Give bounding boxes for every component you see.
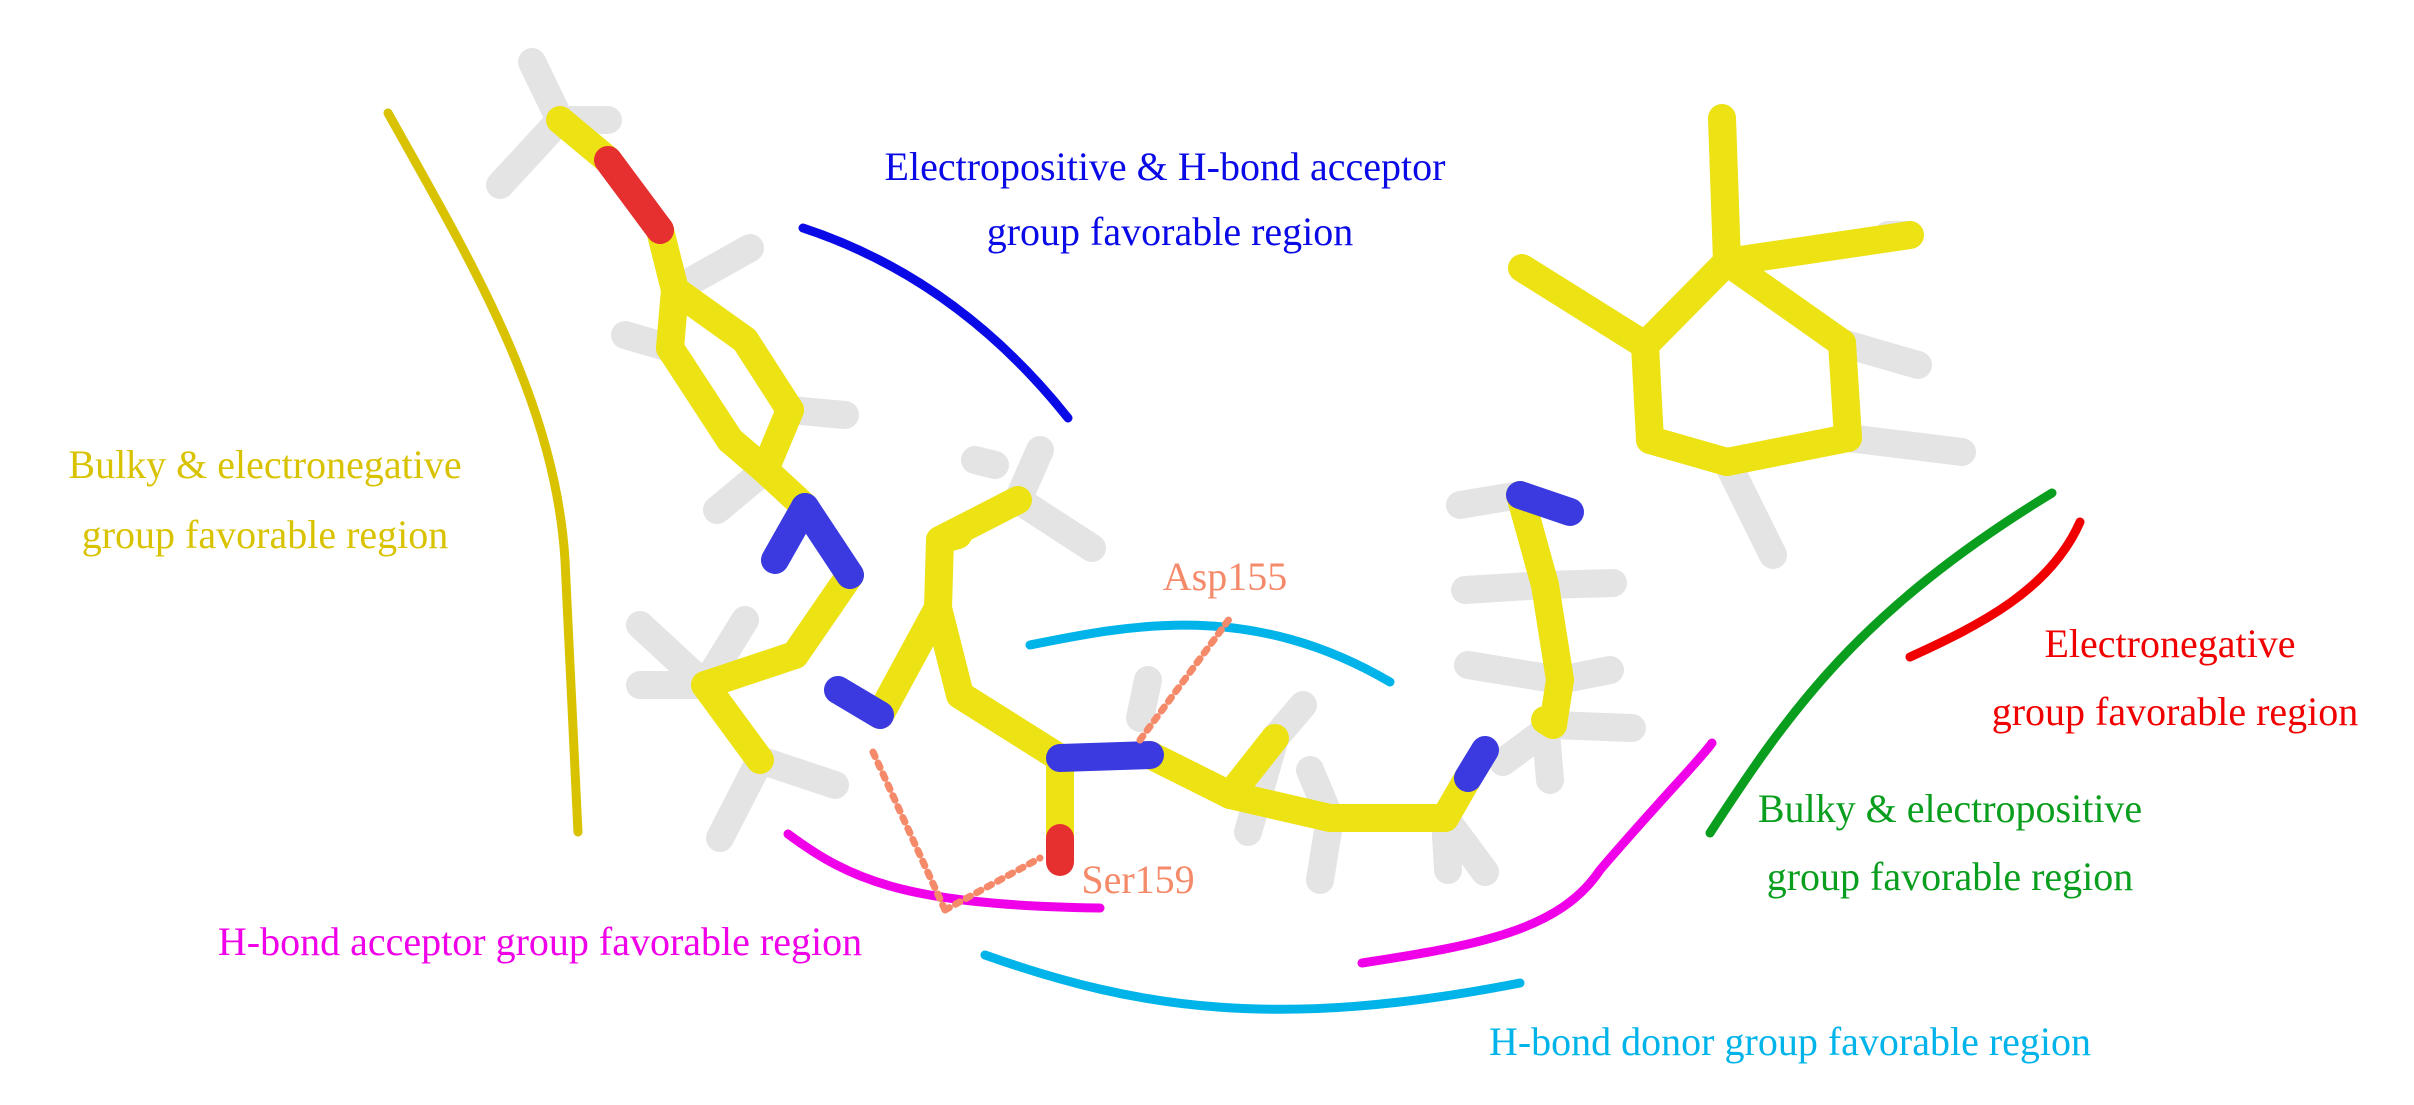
bulky-electropositive-label-line2: group favorable region [1767, 854, 2134, 899]
electropositive-acceptor-label-line2: group favorable region [987, 209, 1354, 254]
ser159-residue-label: Ser159 [1081, 857, 1194, 902]
hbond-acceptor-curve-right [1357, 738, 1717, 968]
hbond-donor-curve-upper [1025, 620, 1395, 687]
electropositive-acceptor-label-line1: Electropositive & H-bond acceptor [885, 144, 1446, 189]
hbond-donor-label: H-bond donor group favorable region [1489, 1019, 2091, 1064]
bulky-electropositive-label-line1: Bulky & electropositive [1758, 786, 2142, 831]
electropositive-curve [798, 223, 1073, 423]
hbond-acceptor-curve-left [783, 829, 1105, 913]
electronegative-curve [1905, 517, 2085, 662]
hbond-donor-curve-lower [980, 950, 1525, 1014]
bulky-electropositive-curve [1705, 488, 2057, 838]
hbond-acceptor-label: H-bond acceptor group favorable region [218, 919, 862, 964]
electronegative-label-line2: group favorable region [1992, 689, 2359, 734]
bulky-electronegative-curve [383, 108, 583, 837]
bulky-electronegative-label-line1: Bulky & electronegative [68, 442, 461, 487]
bulky-electronegative-label-line2: group favorable region [82, 512, 449, 557]
ligand-stick-model [486, 48, 1976, 914]
electronegative-label-line1: Electronegative [2045, 621, 2296, 666]
asp155-residue-label: Asp155 [1163, 554, 1287, 599]
